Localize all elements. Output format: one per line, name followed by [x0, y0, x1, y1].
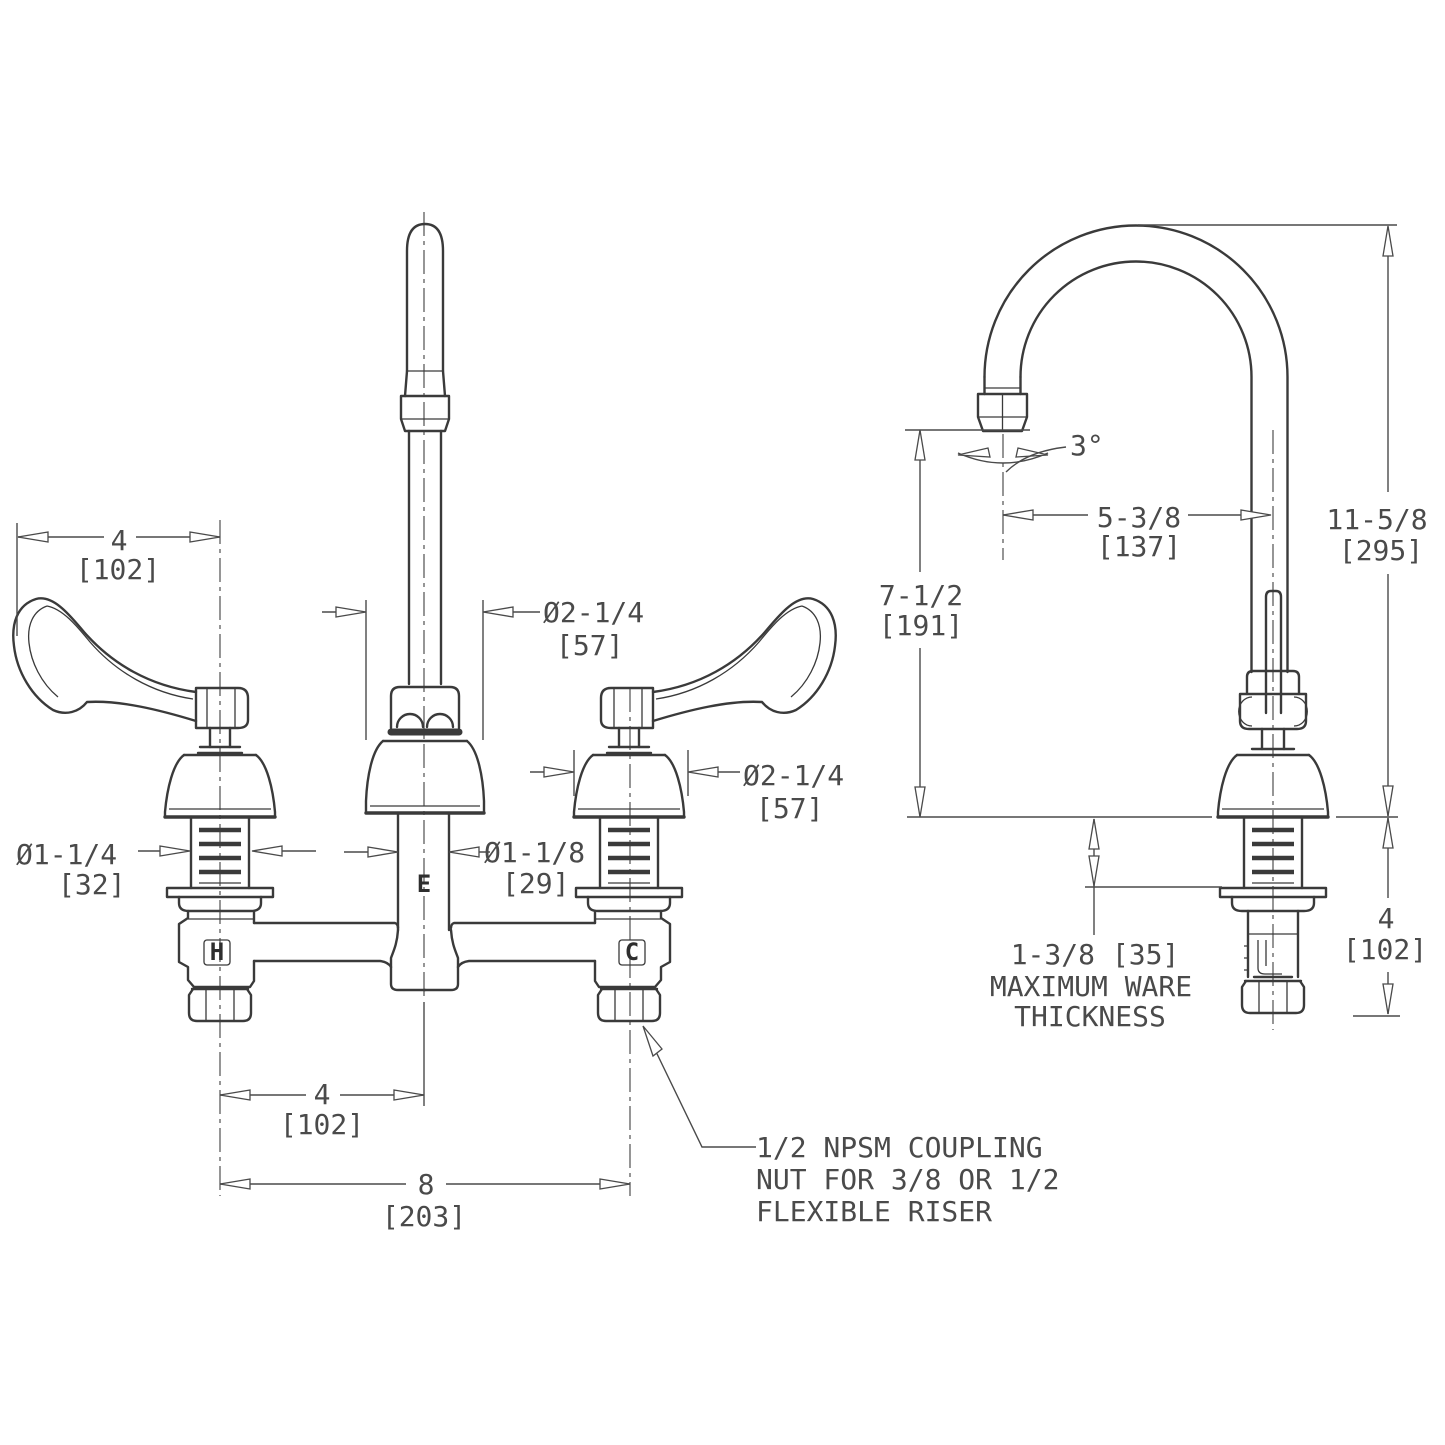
ware-note-line1: 1-3/8 [35]	[1011, 938, 1180, 971]
dim-valve-centers: 8 [203]	[219, 1168, 631, 1233]
svg-text:4: 4	[1378, 902, 1395, 935]
svg-text:[295]: [295]	[1339, 534, 1423, 567]
svg-text:[102]: [102]	[1343, 933, 1427, 966]
svg-text:[102]: [102]	[280, 1108, 364, 1141]
spout-marking: E	[417, 870, 431, 898]
coupling-note: 1/2 NPSM COUPLING NUT FOR 3/8 OR 1/2 FLE…	[642, 1025, 1059, 1228]
dim-swing-angle: 3°	[957, 429, 1104, 473]
svg-text:4: 4	[314, 1078, 331, 1111]
svg-text:[137]: [137]	[1097, 530, 1181, 563]
dim-spout-height: 7-1/2 [191]	[879, 429, 963, 818]
svg-text:3°: 3°	[1070, 429, 1104, 462]
spout-base-nut	[389, 685, 461, 730]
coupling-note-line3: FLEXIBLE RISER	[756, 1195, 992, 1228]
cold-marking: C	[625, 938, 639, 966]
svg-text:Ø1-1/8: Ø1-1/8	[484, 836, 585, 869]
dim-spout-reach: 5-3/8 [137]	[1002, 501, 1272, 563]
dim-spout-base-dia: Ø2-1/4 [57]	[322, 596, 644, 740]
dim-handle-base-dia: Ø2-1/4 [57]	[530, 750, 844, 825]
dim-valve-shank-dia: Ø1-1/4 [32]	[16, 838, 316, 901]
side-handle	[1238, 589, 1308, 751]
coupling-note-line1: 1/2 NPSM COUPLING	[756, 1131, 1043, 1164]
svg-text:4: 4	[111, 524, 128, 557]
svg-text:5-3/8: 5-3/8	[1097, 501, 1181, 534]
front-view: H C E 4 [102] Ø2-1/4 [57] Ø2-1/4	[13, 212, 1059, 1233]
ware-thickness-note: 1-3/8 [35] MAXIMUM WARE THICKNESS	[990, 818, 1192, 1033]
coupling-note-line2: NUT FOR 3/8 OR 1/2	[756, 1163, 1059, 1196]
svg-text:[57]: [57]	[756, 792, 823, 825]
svg-text:Ø1-1/4: Ø1-1/4	[16, 838, 117, 871]
dim-overall-height: 11-5/8 [295]	[1326, 225, 1428, 817]
side-view: 3° 5-3/8 [137] 7-1/2 [191] 11-5/8 [295]	[879, 224, 1428, 1033]
dim-center-to-valve: 4 [102]	[219, 1002, 425, 1141]
svg-text:Ø2-1/4: Ø2-1/4	[543, 596, 644, 629]
side-underbody	[1244, 909, 1300, 979]
svg-text:8: 8	[418, 1168, 435, 1201]
svg-text:Ø2-1/4: Ø2-1/4	[743, 759, 844, 792]
svg-text:[57]: [57]	[556, 629, 623, 662]
spout-coupling-nut	[399, 394, 451, 433]
svg-text:11-5/8: 11-5/8	[1326, 503, 1427, 536]
ware-note-line3: THICKNESS	[1014, 1000, 1166, 1033]
svg-text:7-1/2: 7-1/2	[879, 579, 963, 612]
dim-spout-shank-dia: Ø1-1/8 [29]	[344, 836, 585, 900]
gooseneck-spout	[976, 224, 1289, 674]
hot-marking: H	[210, 938, 224, 966]
ware-note-line2: MAXIMUM WARE	[990, 970, 1192, 1003]
spout-front	[364, 222, 486, 932]
svg-text:[191]: [191]	[879, 609, 963, 642]
svg-text:[203]: [203]	[382, 1200, 466, 1233]
svg-text:[102]: [102]	[76, 553, 160, 586]
svg-text:[29]: [29]	[502, 867, 569, 900]
dim-handle-span: 4 [102]	[16, 523, 221, 636]
svg-text:[32]: [32]	[58, 868, 125, 901]
dim-below-deck: 4 [102]	[1343, 817, 1427, 1015]
